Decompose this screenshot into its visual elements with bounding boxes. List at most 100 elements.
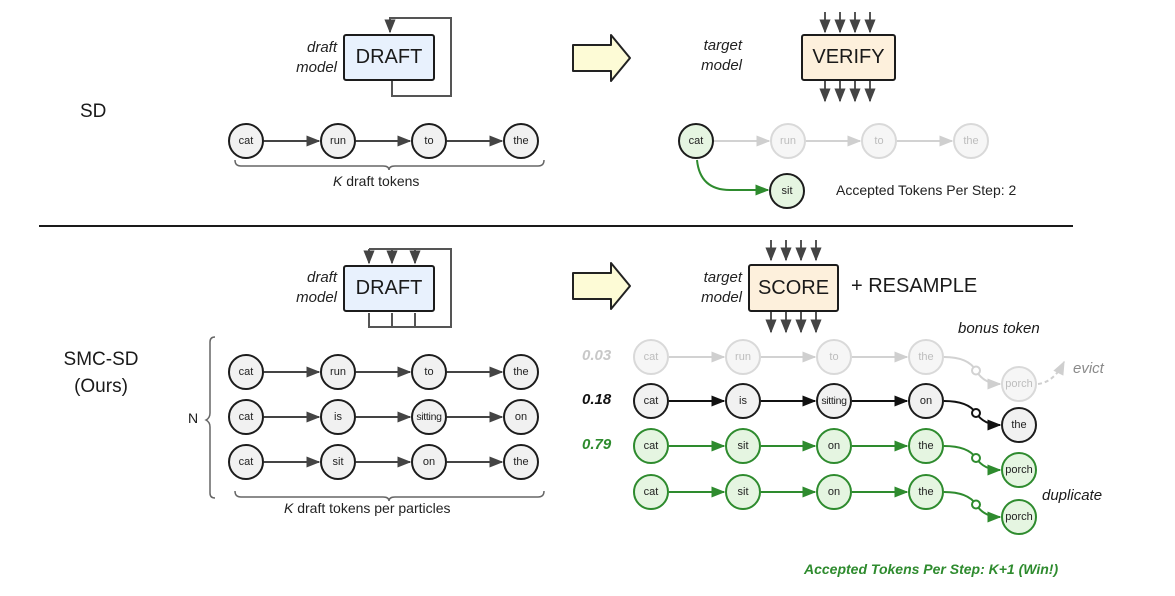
- token-text: is: [334, 411, 342, 423]
- sd-draft-model-label: draft model: [282, 38, 337, 78]
- smc-draft-token: cat: [228, 354, 264, 390]
- draft-label-line2: model: [296, 59, 337, 76]
- smc-n-brace: [204, 336, 216, 499]
- token-text: run: [735, 351, 751, 363]
- token-text: to: [874, 135, 884, 147]
- draft-label-line2: model: [296, 289, 337, 306]
- token-text: run: [330, 366, 346, 378]
- token-text: the: [963, 135, 979, 147]
- smc-draft-token: run: [320, 354, 356, 390]
- token-text: sit: [781, 185, 793, 197]
- token-text: sit: [737, 486, 749, 498]
- token-text: to: [829, 351, 839, 363]
- token-text: the: [1011, 419, 1027, 431]
- smc-score-io-arrows: [765, 240, 822, 334]
- token-text: sit: [332, 456, 344, 468]
- smc-scored-token: the: [908, 474, 944, 510]
- sd-correction-edge: [696, 159, 770, 196]
- smc-draft-token: cat: [228, 444, 264, 480]
- token-text: the: [918, 351, 934, 363]
- draft-label-line1: draft: [306, 269, 337, 286]
- smc-scored-token: on: [816, 474, 852, 510]
- smc-scored-token: on: [908, 383, 944, 419]
- token-text: on: [514, 411, 528, 423]
- smc-draft-token: the: [503, 354, 539, 390]
- target-label-line2: model: [701, 57, 742, 74]
- token-text: sit: [737, 440, 749, 452]
- token-text: cat: [643, 395, 659, 407]
- token-text: the: [918, 486, 934, 498]
- sd-draft-token: to: [411, 123, 447, 159]
- sd-verified-token: the: [953, 123, 989, 159]
- smc-scored-token: sit: [725, 428, 761, 464]
- smc-draft-token: the: [503, 444, 539, 480]
- token-text: cat: [643, 486, 659, 498]
- smc-scored-token: sit: [725, 474, 761, 510]
- smc-scored-token: cat: [633, 474, 669, 510]
- evict-edge: [1037, 360, 1065, 385]
- transition-arrow-smc: [572, 262, 631, 310]
- smc-section-label: SMC-SD (Ours): [46, 346, 156, 400]
- smc-draft-edges: [264, 366, 504, 468]
- smc-draft-model-label: draft model: [282, 268, 337, 308]
- smc-resample-label: + RESAMPLE: [851, 275, 978, 297]
- sd-draft-token: the: [503, 123, 539, 159]
- bonus-sample-point: [971, 453, 981, 463]
- token-text: sitting: [416, 411, 442, 423]
- token-text: the: [513, 135, 529, 147]
- duplicate-label: duplicate: [1042, 487, 1103, 504]
- token-text: on: [827, 486, 841, 498]
- smc-draft-token: sit: [320, 444, 356, 480]
- smc-draft-loop: [363, 248, 452, 328]
- particle-weight: 0.03: [582, 347, 612, 364]
- token-text: cat: [688, 135, 704, 147]
- caption-text: draft tokens: [342, 173, 420, 189]
- smc-draft-token: to: [411, 354, 447, 390]
- token-text: cat: [238, 366, 254, 378]
- smc-scored-token: the: [908, 428, 944, 464]
- smc-draft-box-label: DRAFT: [355, 277, 423, 299]
- smc-scored-token: to: [816, 339, 852, 375]
- target-label-line1: target: [703, 37, 742, 54]
- target-label-line2: model: [701, 289, 742, 306]
- sd-target-model-label: target model: [690, 36, 742, 76]
- smc-score-box-label: SCORE: [757, 276, 830, 299]
- smc-result-text: Accepted Tokens Per Step: K+1 (Win!): [804, 561, 1059, 577]
- token-text: porch: [1005, 464, 1033, 476]
- bonus-sample-point: [971, 408, 981, 418]
- smc-draft-token: sitting: [411, 399, 447, 435]
- bonus-token-label: bonus token: [958, 320, 1040, 337]
- token-text: cat: [238, 135, 254, 147]
- smc-title-line1: SMC-SD: [63, 349, 139, 370]
- smc-scored-token: is: [725, 383, 761, 419]
- sd-draft-token: cat: [228, 123, 264, 159]
- particle-weight: 0.18: [582, 391, 612, 408]
- token-text: run: [780, 135, 796, 147]
- bonus-token: the: [1001, 407, 1037, 443]
- token-text: porch: [1005, 378, 1033, 390]
- particle-weight: 0.79: [582, 436, 612, 453]
- sd-verified-token: run: [770, 123, 806, 159]
- sd-verify-box: VERIFY: [801, 34, 896, 81]
- bonus-sample-point: [971, 499, 981, 510]
- smc-scored-token: on: [816, 428, 852, 464]
- k-symbol: K: [284, 500, 294, 516]
- smc-scored-token: run: [725, 339, 761, 375]
- token-text: cat: [238, 411, 254, 423]
- token-text: cat: [643, 440, 659, 452]
- smc-k-caption: K draft tokens per particles: [284, 500, 451, 516]
- transition-arrow-sd: [572, 34, 631, 82]
- token-text: cat: [643, 351, 659, 363]
- smc-scored-token: cat: [633, 339, 669, 375]
- bonus-token: porch: [1001, 366, 1037, 402]
- smc-target-model-label: target model: [690, 268, 742, 308]
- sd-draft-box: DRAFT: [343, 34, 435, 81]
- target-label-line1: target: [703, 269, 742, 286]
- smc-title-line2: (Ours): [74, 376, 128, 397]
- bonus-token: porch: [1001, 452, 1037, 488]
- token-text: on: [919, 395, 933, 407]
- sd-verified-token: to: [861, 123, 897, 159]
- sd-section-label: SD: [80, 101, 107, 122]
- sd-result-text: Accepted Tokens Per Step: 2: [836, 182, 1017, 198]
